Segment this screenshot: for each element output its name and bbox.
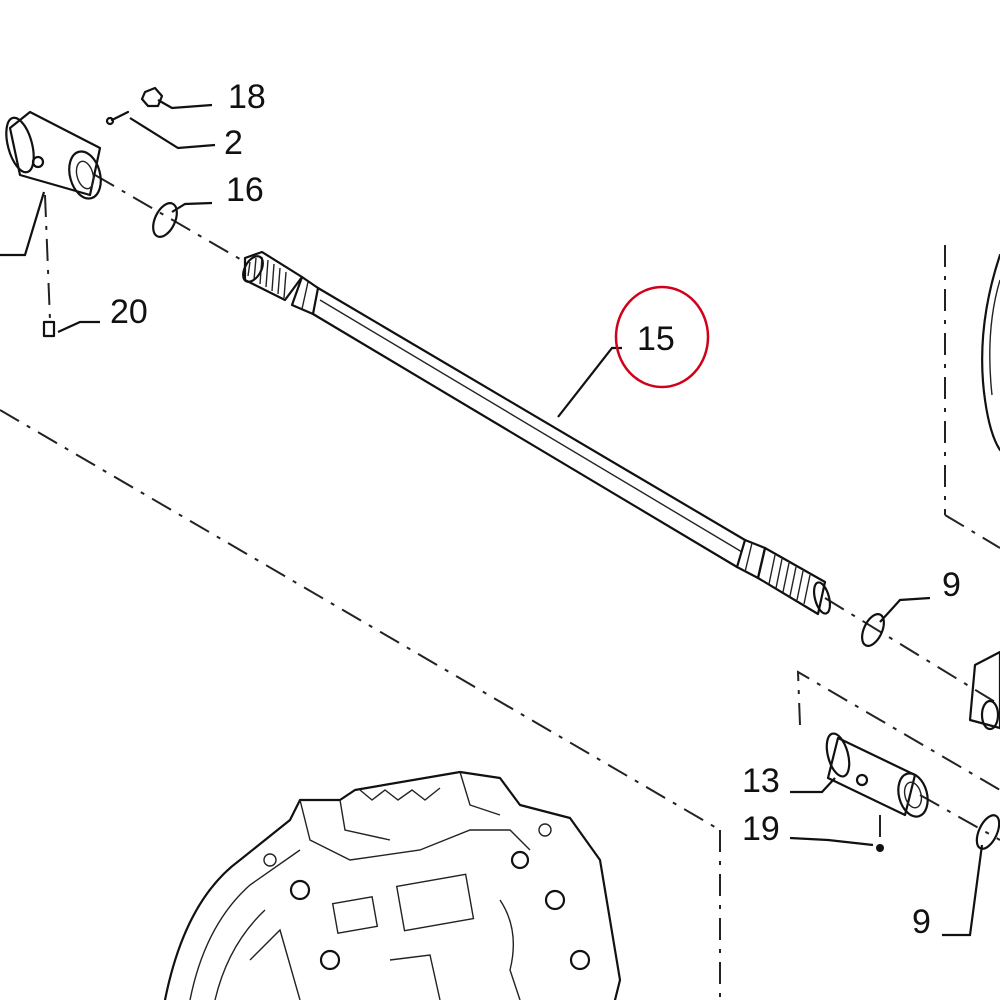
pin-part-2[interactable] — [105, 110, 130, 126]
callout-labels: 18 2 16 20 15 9 13 19 9 — [110, 78, 961, 941]
callout-19[interactable]: 19 — [742, 810, 780, 848]
screw-part-19[interactable] — [876, 844, 884, 852]
axis-lines — [0, 174, 1000, 1000]
highlight-circle — [614, 285, 710, 389]
sleeve-right-partial[interactable] — [968, 650, 1000, 731]
sleeve-upper-left[interactable] — [1, 110, 106, 202]
callout-15[interactable]: 15 — [637, 320, 675, 358]
snap-ring-part-9-upper[interactable] — [858, 611, 889, 649]
callout-2[interactable]: 2 — [224, 124, 243, 162]
flywheel-partial — [981, 253, 1000, 452]
callout-20[interactable]: 20 — [110, 293, 148, 331]
snap-ring-part-9-lower[interactable] — [972, 812, 1000, 852]
callout-9-upper[interactable]: 9 — [942, 566, 961, 604]
callout-18[interactable]: 18 — [228, 78, 266, 116]
callout-16[interactable]: 16 — [226, 171, 264, 209]
transmission-housing — [163, 770, 622, 1000]
screw-part-20[interactable] — [42, 320, 56, 338]
callout-13[interactable]: 13 — [742, 762, 780, 800]
sleeve-part-13[interactable] — [823, 731, 933, 820]
shaft-part-15[interactable] — [239, 250, 833, 616]
callout-9-lower[interactable]: 9 — [912, 903, 931, 941]
leader-lines — [0, 99, 984, 937]
nut-part-18[interactable] — [140, 86, 164, 108]
snap-ring-part-16[interactable] — [148, 199, 181, 240]
